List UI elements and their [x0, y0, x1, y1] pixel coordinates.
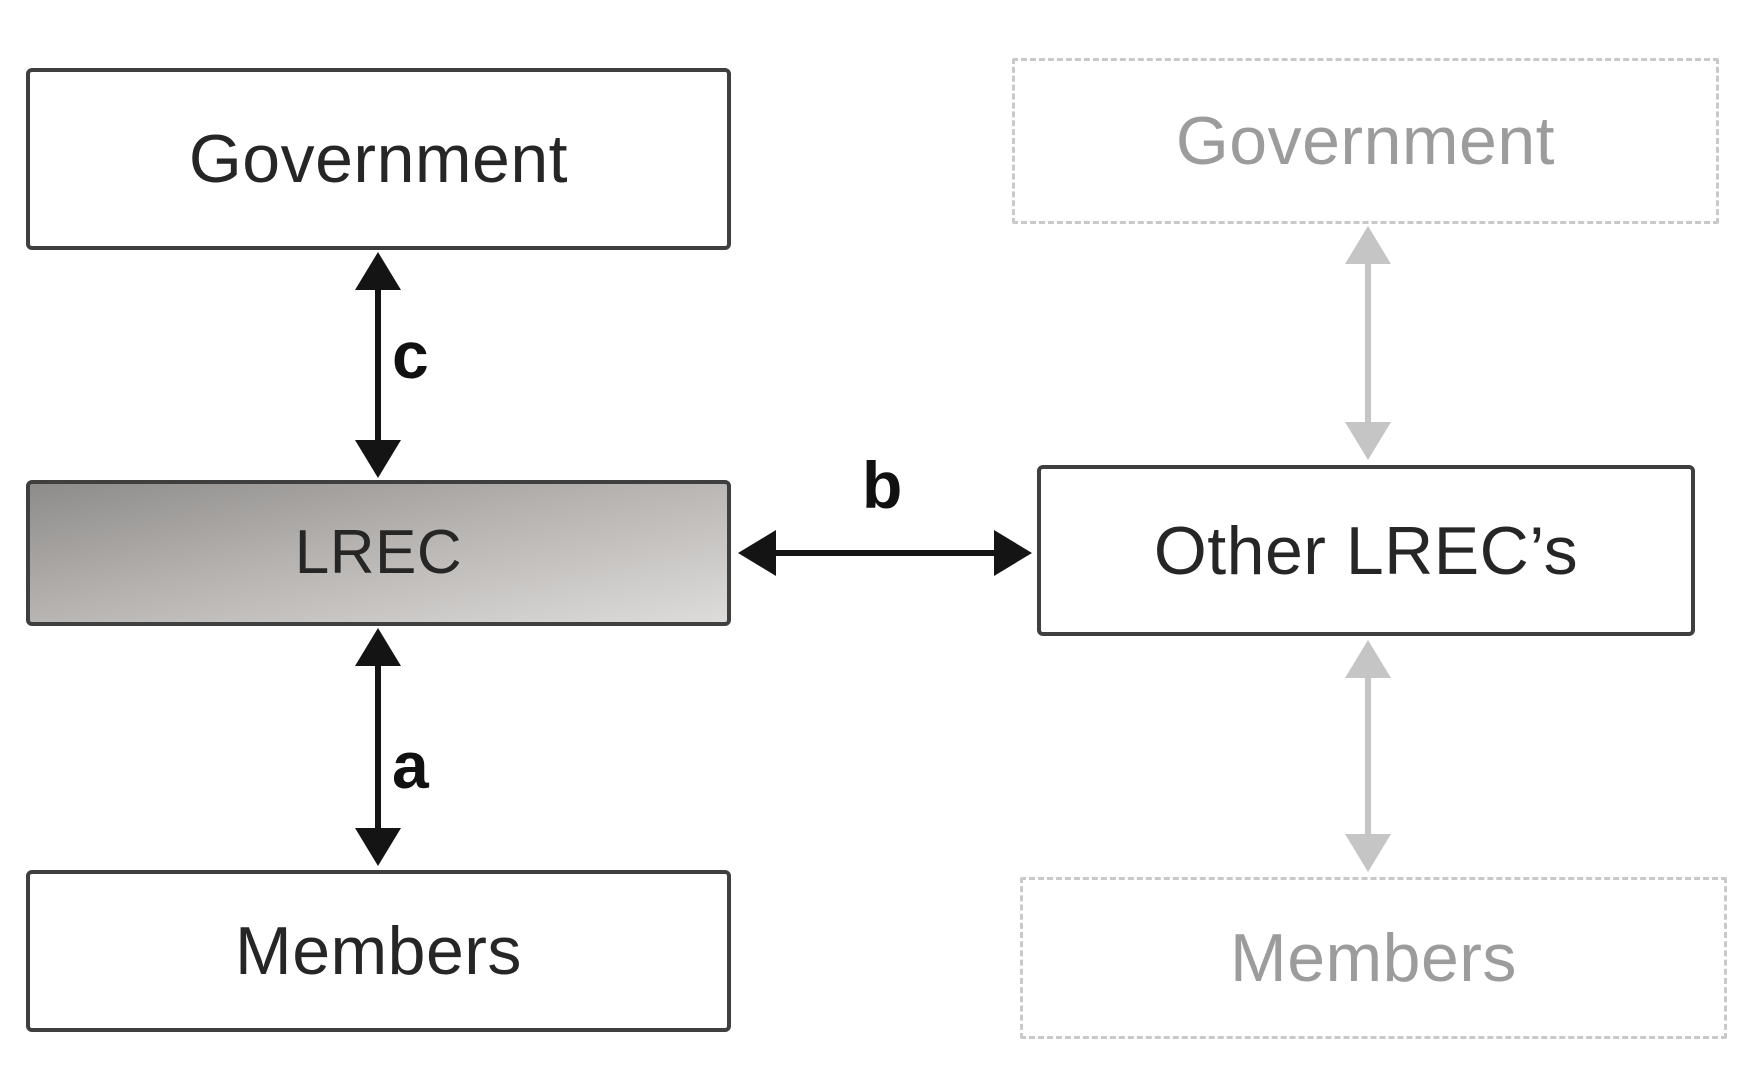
- arrow-shaft: [375, 666, 381, 828]
- double-arrow-other-lrecs-members-faded: [1345, 640, 1391, 872]
- box-government-left-label: Government: [188, 121, 569, 197]
- edge-label-a: a: [392, 728, 429, 802]
- arrowhead-down-icon: [1345, 834, 1391, 872]
- arrowhead-up-icon: [355, 628, 401, 666]
- box-members-right-faded: Members: [1020, 877, 1727, 1039]
- edge-label-b: b: [862, 448, 903, 522]
- box-lrec: LREC: [26, 480, 731, 626]
- box-members-right-label: Members: [1230, 920, 1517, 996]
- box-government-right-label: Government: [1175, 103, 1556, 179]
- arrow-shaft: [1365, 264, 1371, 422]
- double-arrow-lrec-members: [355, 628, 401, 866]
- arrowhead-up-icon: [355, 252, 401, 290]
- arrow-shaft: [375, 290, 381, 440]
- box-other-lrecs: Other LREC’s: [1037, 465, 1695, 636]
- arrowhead-down-icon: [355, 440, 401, 478]
- arrowhead-up-icon: [1345, 640, 1391, 678]
- box-government-right-faded: Government: [1012, 58, 1719, 224]
- arrowhead-right-icon: [994, 530, 1032, 576]
- box-government-left: Government: [26, 68, 731, 250]
- arrowhead-up-icon: [1345, 226, 1391, 264]
- double-arrow-lrec-other-lrecs: [738, 530, 1032, 576]
- box-other-lrecs-label: Other LREC’s: [1153, 512, 1579, 589]
- double-arrow-government-lrec: [355, 252, 401, 478]
- arrow-shaft: [776, 550, 994, 556]
- box-members-left: Members: [26, 870, 731, 1032]
- arrowhead-left-icon: [738, 530, 776, 576]
- edge-label-c: c: [392, 318, 429, 392]
- arrow-shaft: [1365, 678, 1371, 834]
- box-lrec-label: LREC: [294, 518, 463, 587]
- arrowhead-down-icon: [355, 828, 401, 866]
- box-members-left-label: Members: [235, 913, 522, 989]
- arrowhead-down-icon: [1345, 422, 1391, 460]
- double-arrow-government-other-lrecs-faded: [1345, 226, 1391, 460]
